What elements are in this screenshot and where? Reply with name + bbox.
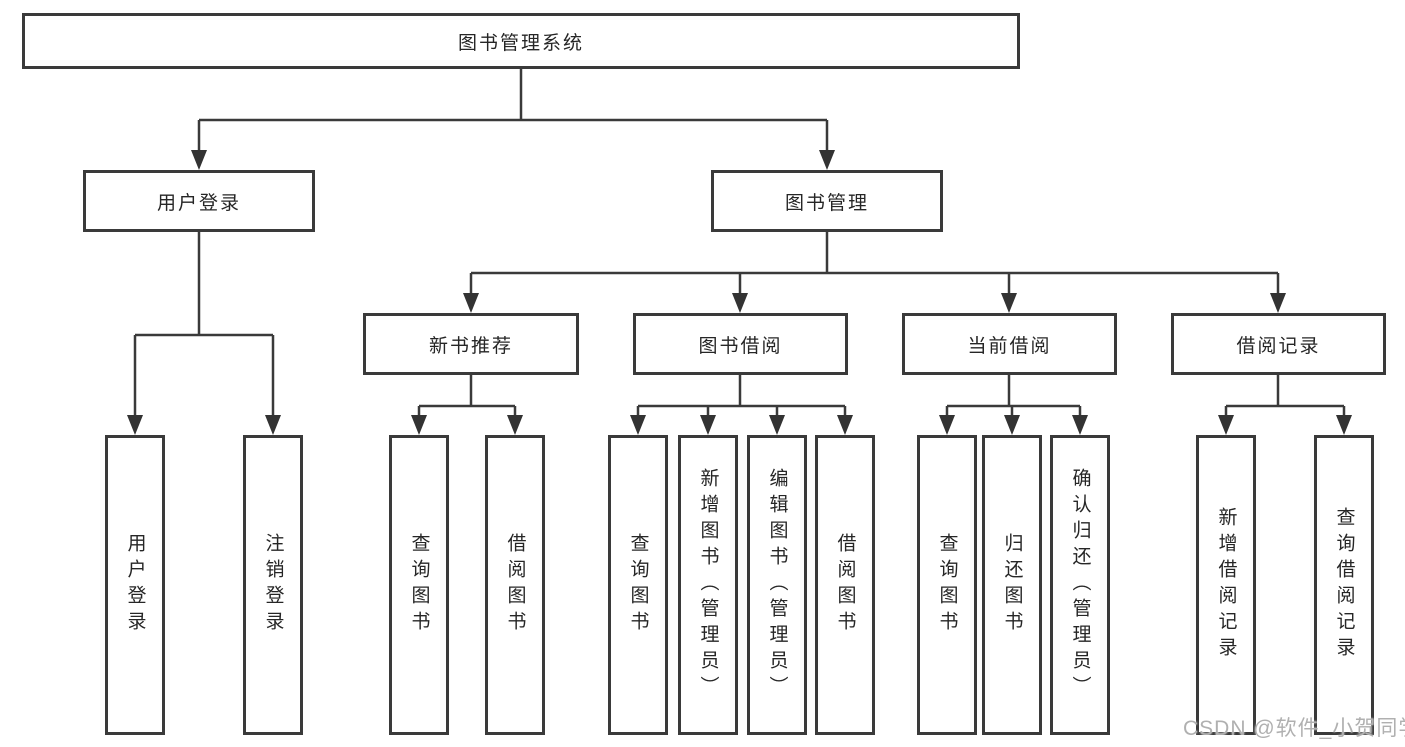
leaf-return-books: 归还图书 (982, 435, 1042, 735)
leaf-borrow-books-recommend: 借阅图书 (485, 435, 545, 735)
arrowhead (463, 293, 479, 313)
node-new-book-recommend: 新书推荐 (363, 313, 579, 375)
arrowhead (939, 415, 955, 435)
connector-borrow-records-to-leaves (1218, 375, 1352, 435)
node-book-management: 图书管理 (711, 170, 943, 232)
node-borrow-records-label: 借阅记录 (1236, 335, 1321, 357)
arrowhead (1270, 293, 1286, 313)
leaf-query-books-borrow: 查询图书 (608, 435, 668, 735)
node-book-management-label: 图书管理 (784, 192, 869, 214)
leaf-query-books-recommend: 查询图书 (389, 435, 449, 735)
connector-current-borrow-to-leaves (939, 375, 1088, 435)
node-user-login-label: 用户登录 (156, 192, 241, 214)
node-user-login: 用户登录 (83, 170, 315, 232)
watermark: CSDN @软件_小贺同学 (1183, 717, 1405, 740)
leaf-edit-books-admin-label: 编辑图书（管理员） (766, 468, 788, 702)
leaf-query-books-recommend-label: 查询图书 (408, 533, 430, 637)
node-root-label: 图书管理系统 (457, 32, 584, 54)
arrowhead (837, 415, 853, 435)
leaf-add-books-admin: 新增图书（管理员） (678, 435, 738, 735)
leaf-add-borrow-record: 新增借阅记录 (1196, 435, 1256, 735)
leaf-add-borrow-record-label: 新增借阅记录 (1215, 507, 1237, 663)
arrowhead (769, 415, 785, 435)
arrowhead (127, 415, 143, 435)
connector-root-to-level2 (191, 69, 835, 170)
leaf-return-books-label: 归还图书 (1001, 533, 1023, 637)
leaf-query-books-borrow-label: 查询图书 (627, 533, 649, 637)
node-book-borrow-label: 图书借阅 (698, 335, 783, 357)
leaf-logout: 注销登录 (243, 435, 303, 735)
leaf-borrow-books-recommend-label: 借阅图书 (504, 533, 526, 637)
connector-new-book-recommend-to-leaves (411, 375, 523, 435)
arrowhead (1072, 415, 1088, 435)
arrowhead (1218, 415, 1234, 435)
node-borrow-records: 借阅记录 (1171, 313, 1386, 375)
arrowhead (819, 150, 835, 170)
arrowhead (732, 293, 748, 313)
arrowhead (630, 415, 646, 435)
leaf-borrow-books-label: 借阅图书 (834, 533, 856, 637)
connector-user-login-to-leaves (127, 232, 281, 435)
arrowhead (411, 415, 427, 435)
node-current-borrow-label: 当前借阅 (967, 335, 1052, 357)
leaf-user-login-label: 用户登录 (124, 533, 146, 637)
node-book-borrow: 图书借阅 (633, 313, 848, 375)
leaf-query-books-current-label: 查询图书 (936, 533, 958, 637)
arrowhead (1336, 415, 1352, 435)
leaf-query-borrow-record: 查询借阅记录 (1314, 435, 1374, 735)
leaf-confirm-return-admin-label: 确认归还（管理员） (1069, 468, 1091, 702)
leaf-query-books-current: 查询图书 (917, 435, 977, 735)
leaf-add-books-admin-label: 新增图书（管理员） (697, 468, 719, 702)
leaf-user-login: 用户登录 (105, 435, 165, 735)
connector-book-borrow-to-leaves (630, 375, 853, 435)
node-current-borrow: 当前借阅 (902, 313, 1117, 375)
arrowhead (1004, 415, 1020, 435)
arrowhead (265, 415, 281, 435)
leaf-borrow-books: 借阅图书 (815, 435, 875, 735)
node-new-book-recommend-label: 新书推荐 (428, 335, 513, 357)
leaf-query-borrow-record-label: 查询借阅记录 (1333, 507, 1355, 663)
arrowhead (191, 150, 207, 170)
leaf-confirm-return-admin: 确认归还（管理员） (1050, 435, 1110, 735)
node-root: 图书管理系统 (22, 13, 1020, 69)
arrowhead (507, 415, 523, 435)
leaf-edit-books-admin: 编辑图书（管理员） (747, 435, 807, 735)
connector-book-management-to-sections (463, 232, 1286, 313)
arrowhead (1001, 293, 1017, 313)
arrowhead (700, 415, 716, 435)
leaf-logout-label: 注销登录 (262, 533, 284, 637)
